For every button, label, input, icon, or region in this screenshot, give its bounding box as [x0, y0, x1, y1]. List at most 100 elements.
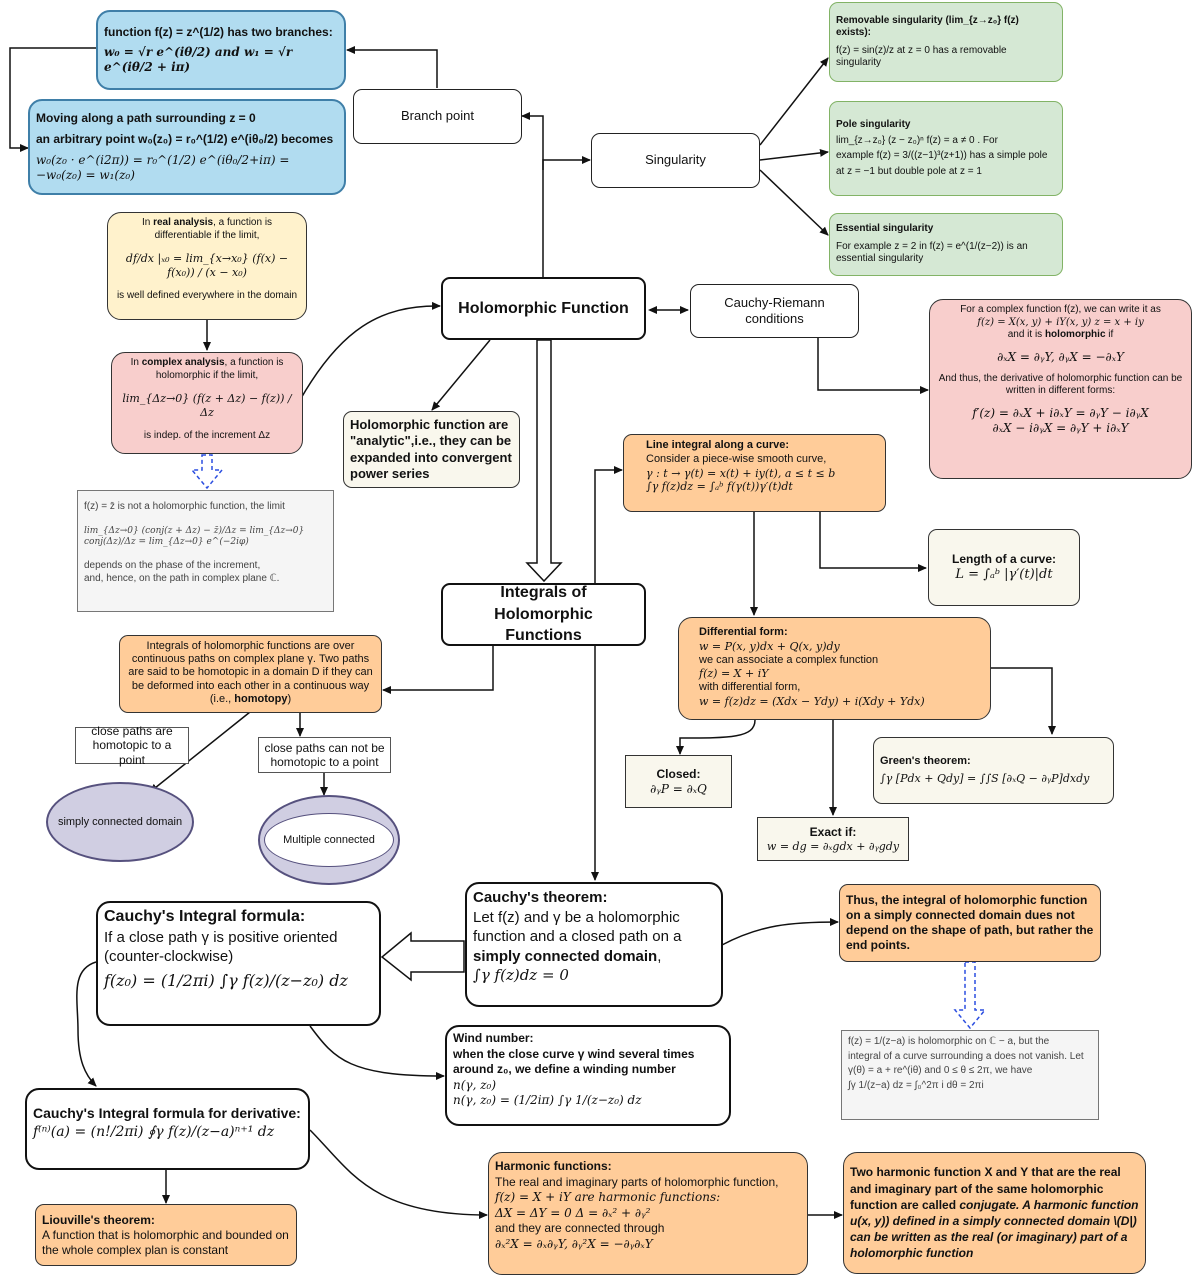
edge-integrals-to-homotopy — [382, 646, 494, 694]
cauchy-theorem-line2: Let f(z) and γ be a holomorphic function… — [473, 908, 682, 946]
line-integral-line3: γ : t → γ(t) = x(t) + iy(t), a ≤ t ≤ b — [646, 466, 836, 480]
edge-sing-to-removable — [759, 57, 829, 146]
branch-point-node: Branch point — [353, 89, 522, 144]
close-paths-not-homotopic-label: close paths can not be homotopic to a po… — [258, 737, 391, 773]
complex-analysis-text-a: In — [130, 357, 142, 368]
closed-box: Closed: ∂ᵧP = ∂ₓQ — [625, 755, 732, 808]
function-branches-line2: w₀ = √r e^(iθ/2) and w₁ = √r e^(iθ/2 + i… — [104, 45, 293, 74]
example-1za-line4: ∫γ 1/(z−a) dz = ∫₀^2π i dθ = 2πi — [848, 1079, 984, 1091]
real-analysis-line2: differentiable if the limit, — [154, 229, 260, 241]
cr-line1: For a complex function f(z), we can writ… — [960, 304, 1161, 315]
real-analysis-box: In real analysis, a function is differen… — [107, 212, 307, 320]
example-1za-line2: integral of a curve surrounding a does n… — [848, 1050, 1084, 1062]
diff-line2: w = P(x, y)dx + Q(x, y)dy — [699, 639, 840, 653]
diff-title: Differential form: — [699, 626, 788, 638]
cauchy-theorem-box: Cauchy's theorem: Let f(z) and γ be a ho… — [465, 882, 723, 1007]
multiple-connected-label: Multiple connected — [283, 834, 375, 846]
integrals-line3: Functions — [505, 627, 582, 645]
cr-line3-a: and it is — [1007, 329, 1045, 340]
edge-deriv-to-harmonic — [309, 1129, 488, 1219]
harmonic-line2: The real and imaginary parts of holomorp… — [495, 1174, 779, 1189]
moving-path-line2: an arbitrary point w₀(z₀) = r₀^(1/2) e^(… — [36, 132, 334, 146]
example-one-over-z-a-box: f(z) = 1/(z−a) is holomorphic on ℂ − a, … — [841, 1030, 1099, 1120]
singularity-label: Singularity — [645, 152, 706, 168]
close-paths-not-homotopic-text: close paths can not be homotopic to a po… — [264, 740, 385, 769]
diff-line6: w = f(z)dz = (Xdx − Ydy) + i(Xdy + Ydx) — [699, 694, 925, 708]
two-harmonic-text-a: Two harmonic function X and Y that are t… — [850, 1165, 1121, 1212]
multiple-connected-ellipse: Multiple connected — [258, 795, 400, 885]
wind-number-box: Wind number: when the close curve γ wind… — [445, 1025, 731, 1126]
edge-cr-to-detail — [817, 338, 929, 394]
edge-homotopy-to-simply — [149, 711, 251, 793]
essential-singularity-box: Essential singularity For example z = 2 … — [829, 213, 1063, 276]
cr-line3-c: if — [1105, 329, 1114, 340]
pole-line2: lim_{z→z₀} (z − z₀)ⁿ f(z) = a ≠ 0 . For — [836, 134, 998, 146]
harmonic-functions-box: Harmonic functions: The real and imagina… — [488, 1152, 808, 1275]
removable-singularity-box: Removable singularity (lim_{z→z₀} f(z) e… — [829, 2, 1063, 82]
analytic-box: Holomorphic function are "analytic",i.e.… — [343, 411, 520, 488]
conj-line3: depends on the phase of the increment, — [84, 560, 261, 571]
edge-integrals-to-line — [594, 466, 623, 585]
real-analysis-line3: is well defined everywhere in the domain — [116, 289, 298, 301]
exact-title: Exact if: — [809, 824, 857, 839]
simply-connected-domain-ellipse: simply connected domain — [46, 782, 194, 862]
complex-analysis-text-c: , a function is — [224, 357, 284, 368]
close-paths-homotopic-text: close paths are homotopic to a point — [91, 723, 173, 767]
example-1za-line3: γ(θ) = a + re^(iθ) and 0 ≤ θ ≤ 2π, we ha… — [848, 1065, 1033, 1076]
function-branches-box: function f(z) = z^(1/2) has two branches… — [96, 10, 346, 90]
harmonic-line3: f(z) = X + iY are harmonic functions: — [495, 1190, 721, 1205]
cauchy-integral-title: Cauchy's Integral formula: — [104, 908, 306, 925]
edge-cauchy-int-to-deriv — [76, 961, 97, 1087]
edge-holo-to-singularity — [542, 156, 591, 170]
close-paths-homotopic-label: close paths are homotopic to a point — [75, 723, 189, 767]
pole-line4: at z = −1 but double pole at z = 1 — [836, 165, 982, 177]
removable-line3: singularity — [836, 57, 882, 68]
edge-cauchy-to-thus — [721, 918, 839, 946]
wind-number-line2: when the close curve γ wind several time… — [453, 1046, 695, 1077]
line-integral-line2: Consider a piece-wise smooth curve, — [646, 452, 827, 465]
moving-path-box: Moving along a path surrounding z = 0 an… — [28, 99, 346, 195]
liouville-box: Liouville's theorem: A function that is … — [35, 1204, 297, 1266]
harmonic-line4: ΔX = ΔY = 0 Δ = ∂ₓ² + ∂ᵧ² — [495, 1205, 651, 1220]
edge-sing-to-pole — [759, 148, 829, 161]
edge-sing-to-essential — [759, 169, 829, 236]
length-curve-title: Length of a curve: — [951, 551, 1056, 566]
cauchy-riemann-detail-box: For a complex function f(z), we can writ… — [929, 299, 1192, 479]
cauchy-integral-formula-box: Cauchy's Integral formula: If a close pa… — [96, 901, 381, 1026]
line-integral-box: Line integral along a curve: Consider a … — [623, 434, 886, 512]
conj-line1: f(z) = z̄ is not a holomorphic function,… — [84, 501, 285, 512]
diff-line5: with differential form, — [699, 681, 801, 693]
line-integral-title: Line integral along a curve: — [646, 439, 790, 451]
cauchy-derivative-line2: f⁽ⁿ⁾(a) = (n!/2πi) ∮γ f(z)/(z−a)ⁿ⁺¹ dz — [33, 1123, 275, 1140]
harmonic-title: Harmonic functions: — [495, 1159, 612, 1173]
edge-cauchy-int-to-wind — [309, 1025, 445, 1080]
cr-line4: ∂ₓX = ∂ᵧY, ∂ᵧX = −∂ₓY — [997, 349, 1124, 364]
essential-title: Essential singularity — [836, 223, 934, 235]
wind-number-line3: n(γ, z₀) — [453, 1077, 497, 1092]
homotopy-text-c: ) — [287, 692, 292, 705]
complex-analysis-line3: is indep. of the increment Δz — [143, 429, 271, 441]
moving-path-line1: Moving along a path surrounding z = 0 — [36, 111, 256, 125]
cauchy-theorem-line3b: , — [657, 947, 662, 965]
complex-analysis-text-b: complex analysis — [141, 357, 225, 368]
edge-diff-to-closed — [676, 719, 756, 755]
hollow-arrow-holo-to-integrals — [525, 339, 563, 583]
branch-point-label: Branch point — [401, 108, 474, 124]
two-harmonic-box: Two harmonic function X and Y that are t… — [843, 1152, 1146, 1274]
essential-line3: essential singularity — [836, 253, 924, 265]
removable-line2: f(z) = sin(z)/z at z = 0 has a removable — [836, 44, 1007, 56]
pole-line3: example f(z) = 3/((z−1)³(z+1)) has a sim… — [836, 150, 1048, 161]
simply-connected-label: simply connected domain — [57, 816, 183, 828]
cauchy-theorem-title: Cauchy's theorem: — [473, 889, 608, 906]
line-integral-line4: ∫γ f(z)dz = ∫ₐᵇ f(γ(t))γ′(t)dt — [646, 480, 793, 494]
liouville-title: Liouville's theorem: — [42, 1212, 155, 1227]
cauchy-riemann-line1: Cauchy-Riemann — [724, 294, 825, 310]
complex-analysis-line2: holomorphic if the limit, — [155, 369, 259, 381]
homotopy-text-b: homotopy — [234, 692, 288, 705]
singularity-node: Singularity — [591, 133, 760, 188]
multiple-connected-inner: Multiple connected — [264, 813, 394, 867]
real-analysis-text-b: real analysis — [153, 217, 214, 228]
cauchy-theorem-line4: ∫γ f(z)dz = 0 — [473, 966, 569, 984]
diff-line4: f(z) = X + iY — [699, 667, 769, 681]
exact-formula: w = dg = ∂ₓgdx + ∂ᵧgdy — [766, 839, 900, 853]
